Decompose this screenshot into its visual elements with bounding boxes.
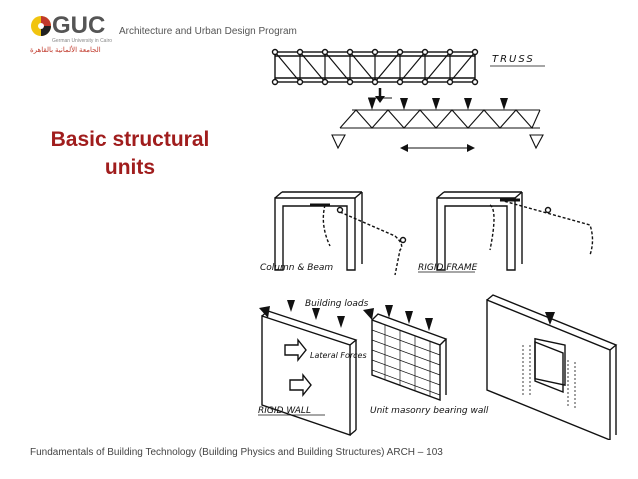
lateral-forces-label: Lateral Forces (310, 351, 367, 360)
footer-text: Fundamentals of Building Technology (Bui… (30, 447, 443, 458)
rigid-wall-diagram: Building loads Lateral Forces RIGID WALL (258, 299, 369, 436)
logo-subtitle: German University in Cairo (52, 38, 113, 44)
rigid-frame-diagram: RIGID FRAME (418, 191, 594, 273)
masonry-label: Unit masonry bearing wall (370, 406, 489, 416)
slide-title-line2: units (104, 156, 156, 179)
truss-label: TRUSS (492, 54, 535, 65)
column-beam-label: Column & Beam (260, 263, 333, 273)
truss-force-diagram (331, 98, 544, 152)
structural-sketch: TRUSS Column & B (258, 48, 618, 440)
slide-title-line1: Basic structural (50, 128, 210, 151)
logo-arabic: الجامعة الألمانية بالقاهرة (30, 47, 101, 54)
guc-logo: GUC German University in Cairo الجامعة ا… (30, 12, 113, 58)
column-beam-diagram: Column & Beam (260, 191, 407, 276)
bearing-wall-diagram (486, 294, 618, 440)
slide-title: Basic structural units (30, 126, 230, 182)
rigid-frame-label: RIGID FRAME (418, 263, 478, 273)
truss-diagram: TRUSS (271, 48, 545, 103)
logo-text: GUC (52, 12, 106, 39)
rigid-wall-label: RIGID WALL (258, 406, 311, 416)
program-name: Architecture and Urban Design Program (119, 26, 297, 37)
masonry-wall-diagram: Unit masonry bearing wall (363, 305, 489, 416)
logo-mark-icon (31, 16, 51, 36)
building-loads-label: Building loads (305, 299, 369, 309)
